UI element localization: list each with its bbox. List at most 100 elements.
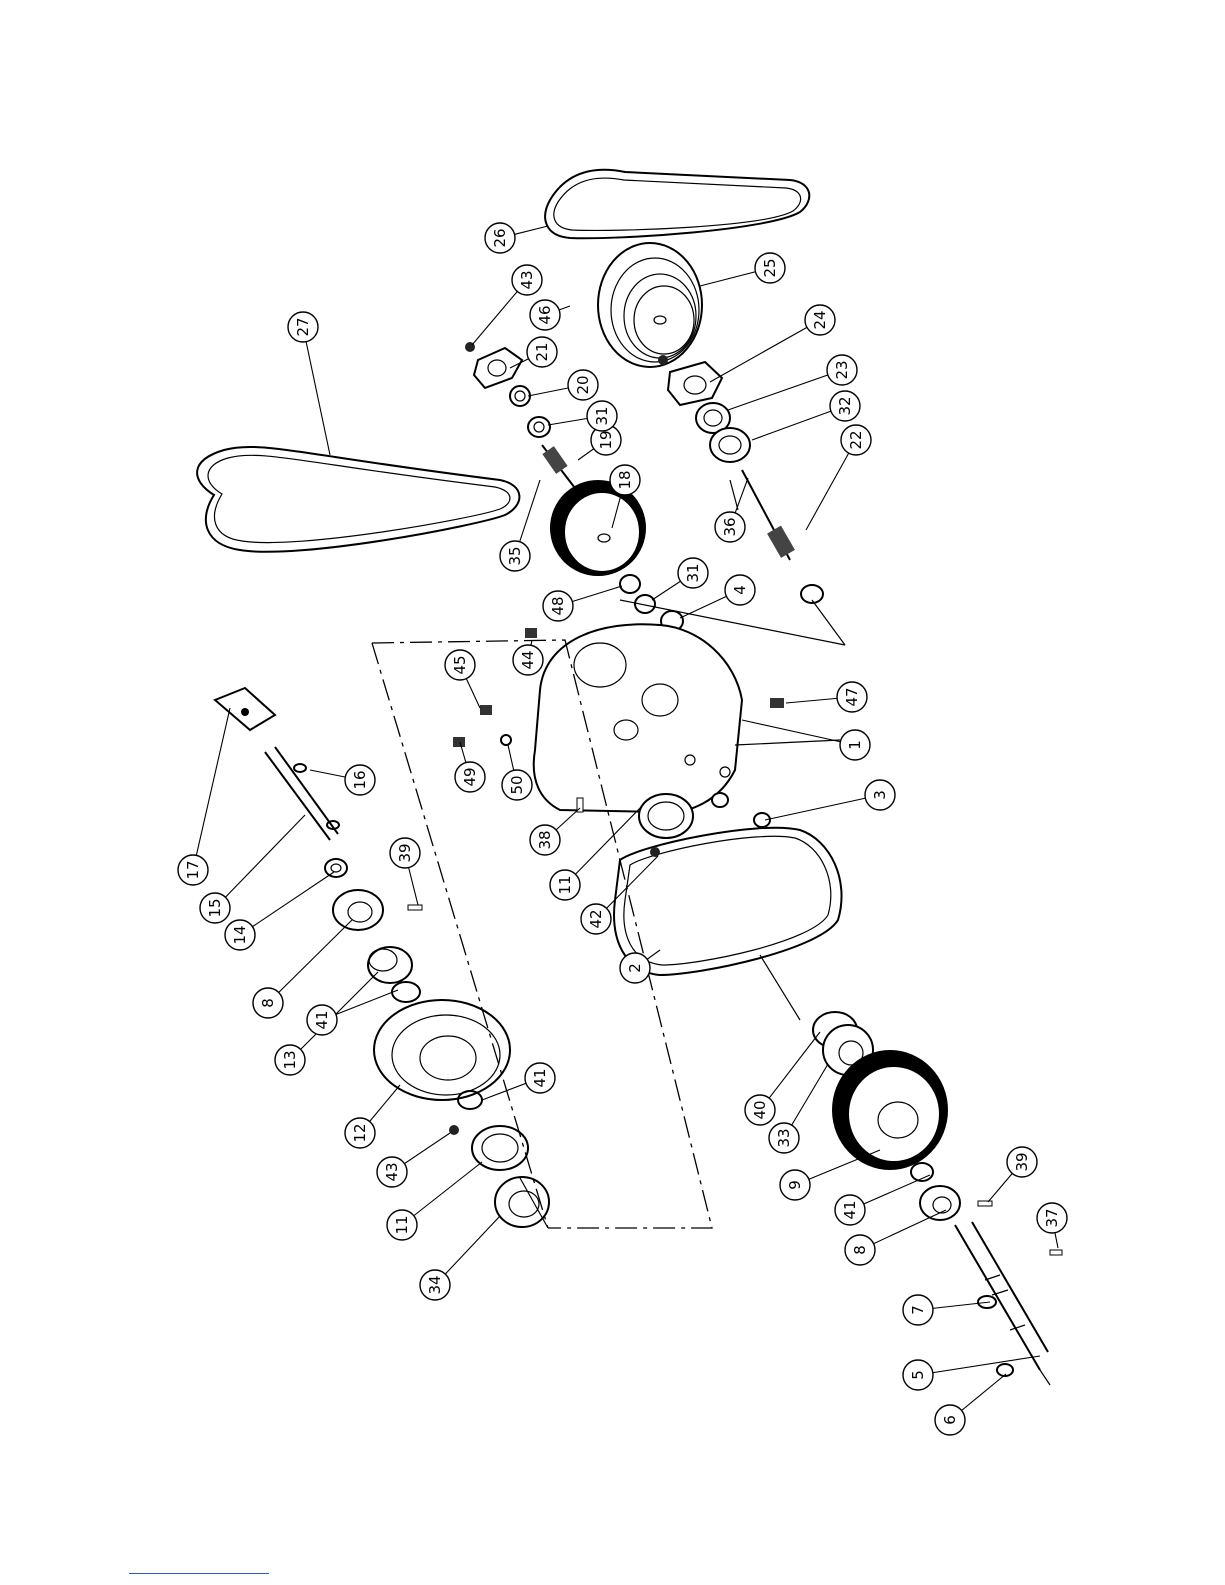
callout-number: 7 — [909, 1305, 927, 1315]
breather-47 — [770, 698, 784, 708]
pulley-12 — [374, 1000, 510, 1100]
flange-11-upper — [639, 794, 693, 838]
bearing-31-upper — [528, 417, 550, 437]
callout-number: 8 — [259, 998, 277, 1008]
callout-47: 47 — [786, 682, 867, 712]
callout-number: 22 — [847, 430, 865, 449]
leader-line — [268, 920, 352, 1003]
callout-26: 26 — [485, 223, 548, 253]
callout-8: 8 — [253, 920, 352, 1018]
leader-line — [215, 815, 305, 908]
bushing-13 — [368, 947, 412, 983]
callout-number: 21 — [533, 342, 551, 361]
callout-number: 36 — [721, 517, 739, 536]
callout-6: 6 — [935, 1374, 1006, 1435]
callout-number: 32 — [836, 396, 854, 415]
callout-38: 38 — [530, 808, 580, 855]
callout-number: 16 — [351, 770, 369, 789]
knob-17 — [215, 688, 275, 730]
callout-number: 34 — [426, 1275, 444, 1294]
callout-22: 22 — [806, 425, 871, 530]
leader-line — [728, 370, 842, 410]
washer-48 — [620, 575, 640, 593]
leader-line — [193, 708, 230, 870]
coupling-8-upper — [333, 890, 383, 930]
gear-9 — [832, 1050, 948, 1170]
leader-line — [765, 795, 880, 820]
callout-number: 41 — [313, 1010, 331, 1029]
callout-number: 45 — [451, 655, 469, 674]
callout-43: 43 — [472, 265, 542, 345]
callout-16: 16 — [310, 765, 375, 795]
callout-41: 41 — [835, 1175, 930, 1225]
callout-number: 40 — [751, 1100, 769, 1119]
callout-37: 37 — [1037, 1203, 1067, 1248]
callout-number: 33 — [775, 1128, 793, 1147]
bearing-32 — [710, 428, 750, 462]
callout-number: 17 — [184, 860, 202, 879]
callout-number: 12 — [351, 1123, 369, 1142]
gear-18 — [550, 480, 646, 576]
key-39-upper — [408, 905, 422, 910]
callout-number: 31 — [684, 563, 702, 582]
callout-34: 34 — [420, 1216, 500, 1300]
leader-line — [918, 1356, 1040, 1375]
callout-number: 27 — [294, 317, 312, 336]
callout-number: 48 — [549, 596, 567, 615]
pinion-shaft-19 — [542, 445, 578, 492]
leader-line — [303, 327, 330, 455]
callout-number: 9 — [786, 1180, 804, 1190]
callout-number: 25 — [761, 258, 779, 277]
plug-3a — [712, 793, 728, 807]
callout-14: 14 — [225, 872, 334, 950]
callout-labels: 1234567889111112131415161718192021222324… — [178, 223, 1067, 1435]
callout-number: 23 — [833, 360, 851, 379]
callout-number: 5 — [909, 1370, 927, 1380]
callout-number: 39 — [1013, 1152, 1031, 1171]
callout-number: 26 — [491, 228, 509, 247]
callout-number: 47 — [843, 687, 861, 706]
callout-number: 11 — [556, 875, 574, 894]
bearing-34 — [495, 1177, 549, 1227]
callout-number: 24 — [811, 310, 829, 329]
pulley-25 — [598, 243, 702, 367]
flange-21 — [474, 348, 522, 388]
callout-40: 40 — [745, 1032, 820, 1125]
callout-number: 18 — [616, 470, 634, 489]
callout-number: 38 — [536, 830, 554, 849]
key-39-lower — [978, 1201, 992, 1206]
callout-5: 5 — [903, 1356, 1040, 1390]
callout-31: 31 — [652, 558, 708, 600]
coupling-8-lower — [920, 1186, 960, 1220]
callout-number: 19 — [597, 430, 615, 449]
callout-7: 7 — [903, 1295, 990, 1325]
callout-12: 12 — [345, 1085, 400, 1148]
callout-49: 49 — [455, 742, 485, 792]
callout-number: 42 — [587, 909, 605, 928]
leader-line — [240, 872, 334, 935]
shaft-22 — [742, 470, 795, 560]
callout-number: 41 — [841, 1200, 859, 1219]
callout-number: 50 — [508, 775, 526, 794]
callout-1: 1 — [742, 720, 870, 760]
callout-number: 2 — [626, 963, 644, 973]
callout-3: 3 — [765, 780, 895, 820]
gasket-2 — [614, 828, 841, 975]
callout-48: 48 — [543, 586, 622, 621]
leader-line — [565, 806, 642, 885]
callout-50: 50 — [502, 745, 532, 800]
circlip-41-upper — [392, 982, 420, 1002]
callout-46: 46 — [530, 300, 570, 330]
bolt-44 — [525, 628, 537, 638]
callout-24: 24 — [710, 305, 835, 382]
callout-number: 15 — [206, 898, 224, 917]
callout-number: 46 — [536, 305, 554, 324]
callout-44: 44 — [513, 640, 543, 675]
callout-43: 43 — [377, 1133, 450, 1187]
callout-2: 2 — [620, 950, 660, 983]
callout-number: 3 — [871, 790, 889, 800]
callout-15: 15 — [200, 815, 305, 923]
oring-16a — [294, 764, 306, 772]
plug-49 — [453, 737, 465, 747]
